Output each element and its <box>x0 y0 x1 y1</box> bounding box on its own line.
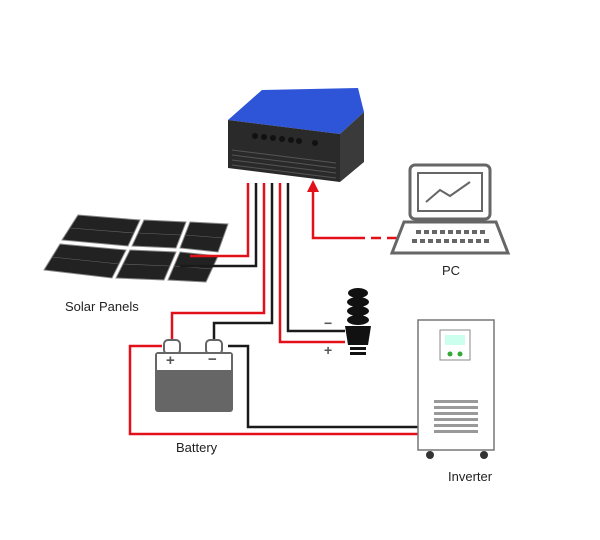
inverter-icon <box>417 319 495 459</box>
battery-negative-wire <box>212 183 274 342</box>
lamp-minus-sign: − <box>324 315 333 331</box>
inverter-negative-wire <box>228 344 418 429</box>
lamp-icon <box>345 288 371 355</box>
solar-panels-label: Solar Panels <box>65 299 139 314</box>
solar-negative-wire <box>180 183 258 268</box>
wires <box>128 183 418 436</box>
battery-plus-sign: + <box>166 352 175 369</box>
battery-icon <box>155 339 233 412</box>
pc-arrow-icon <box>307 180 319 192</box>
solar-panels <box>43 214 229 283</box>
pc-link-wire <box>311 190 355 240</box>
lamp-plus-sign: + <box>324 342 333 358</box>
lamp-positive-wire <box>278 183 345 344</box>
battery-minus-sign: − <box>208 351 217 368</box>
pc-label: PC <box>442 263 461 278</box>
lamp-negative-wire <box>286 183 345 333</box>
inverter-positive-wire <box>128 344 418 436</box>
charge-controller <box>228 88 364 182</box>
battery-label: Battery <box>176 440 218 455</box>
solar-positive-wire <box>190 183 250 258</box>
pc-icon <box>389 163 511 255</box>
inverter-label: Inverter <box>448 469 493 484</box>
battery-positive-wire <box>170 183 266 342</box>
